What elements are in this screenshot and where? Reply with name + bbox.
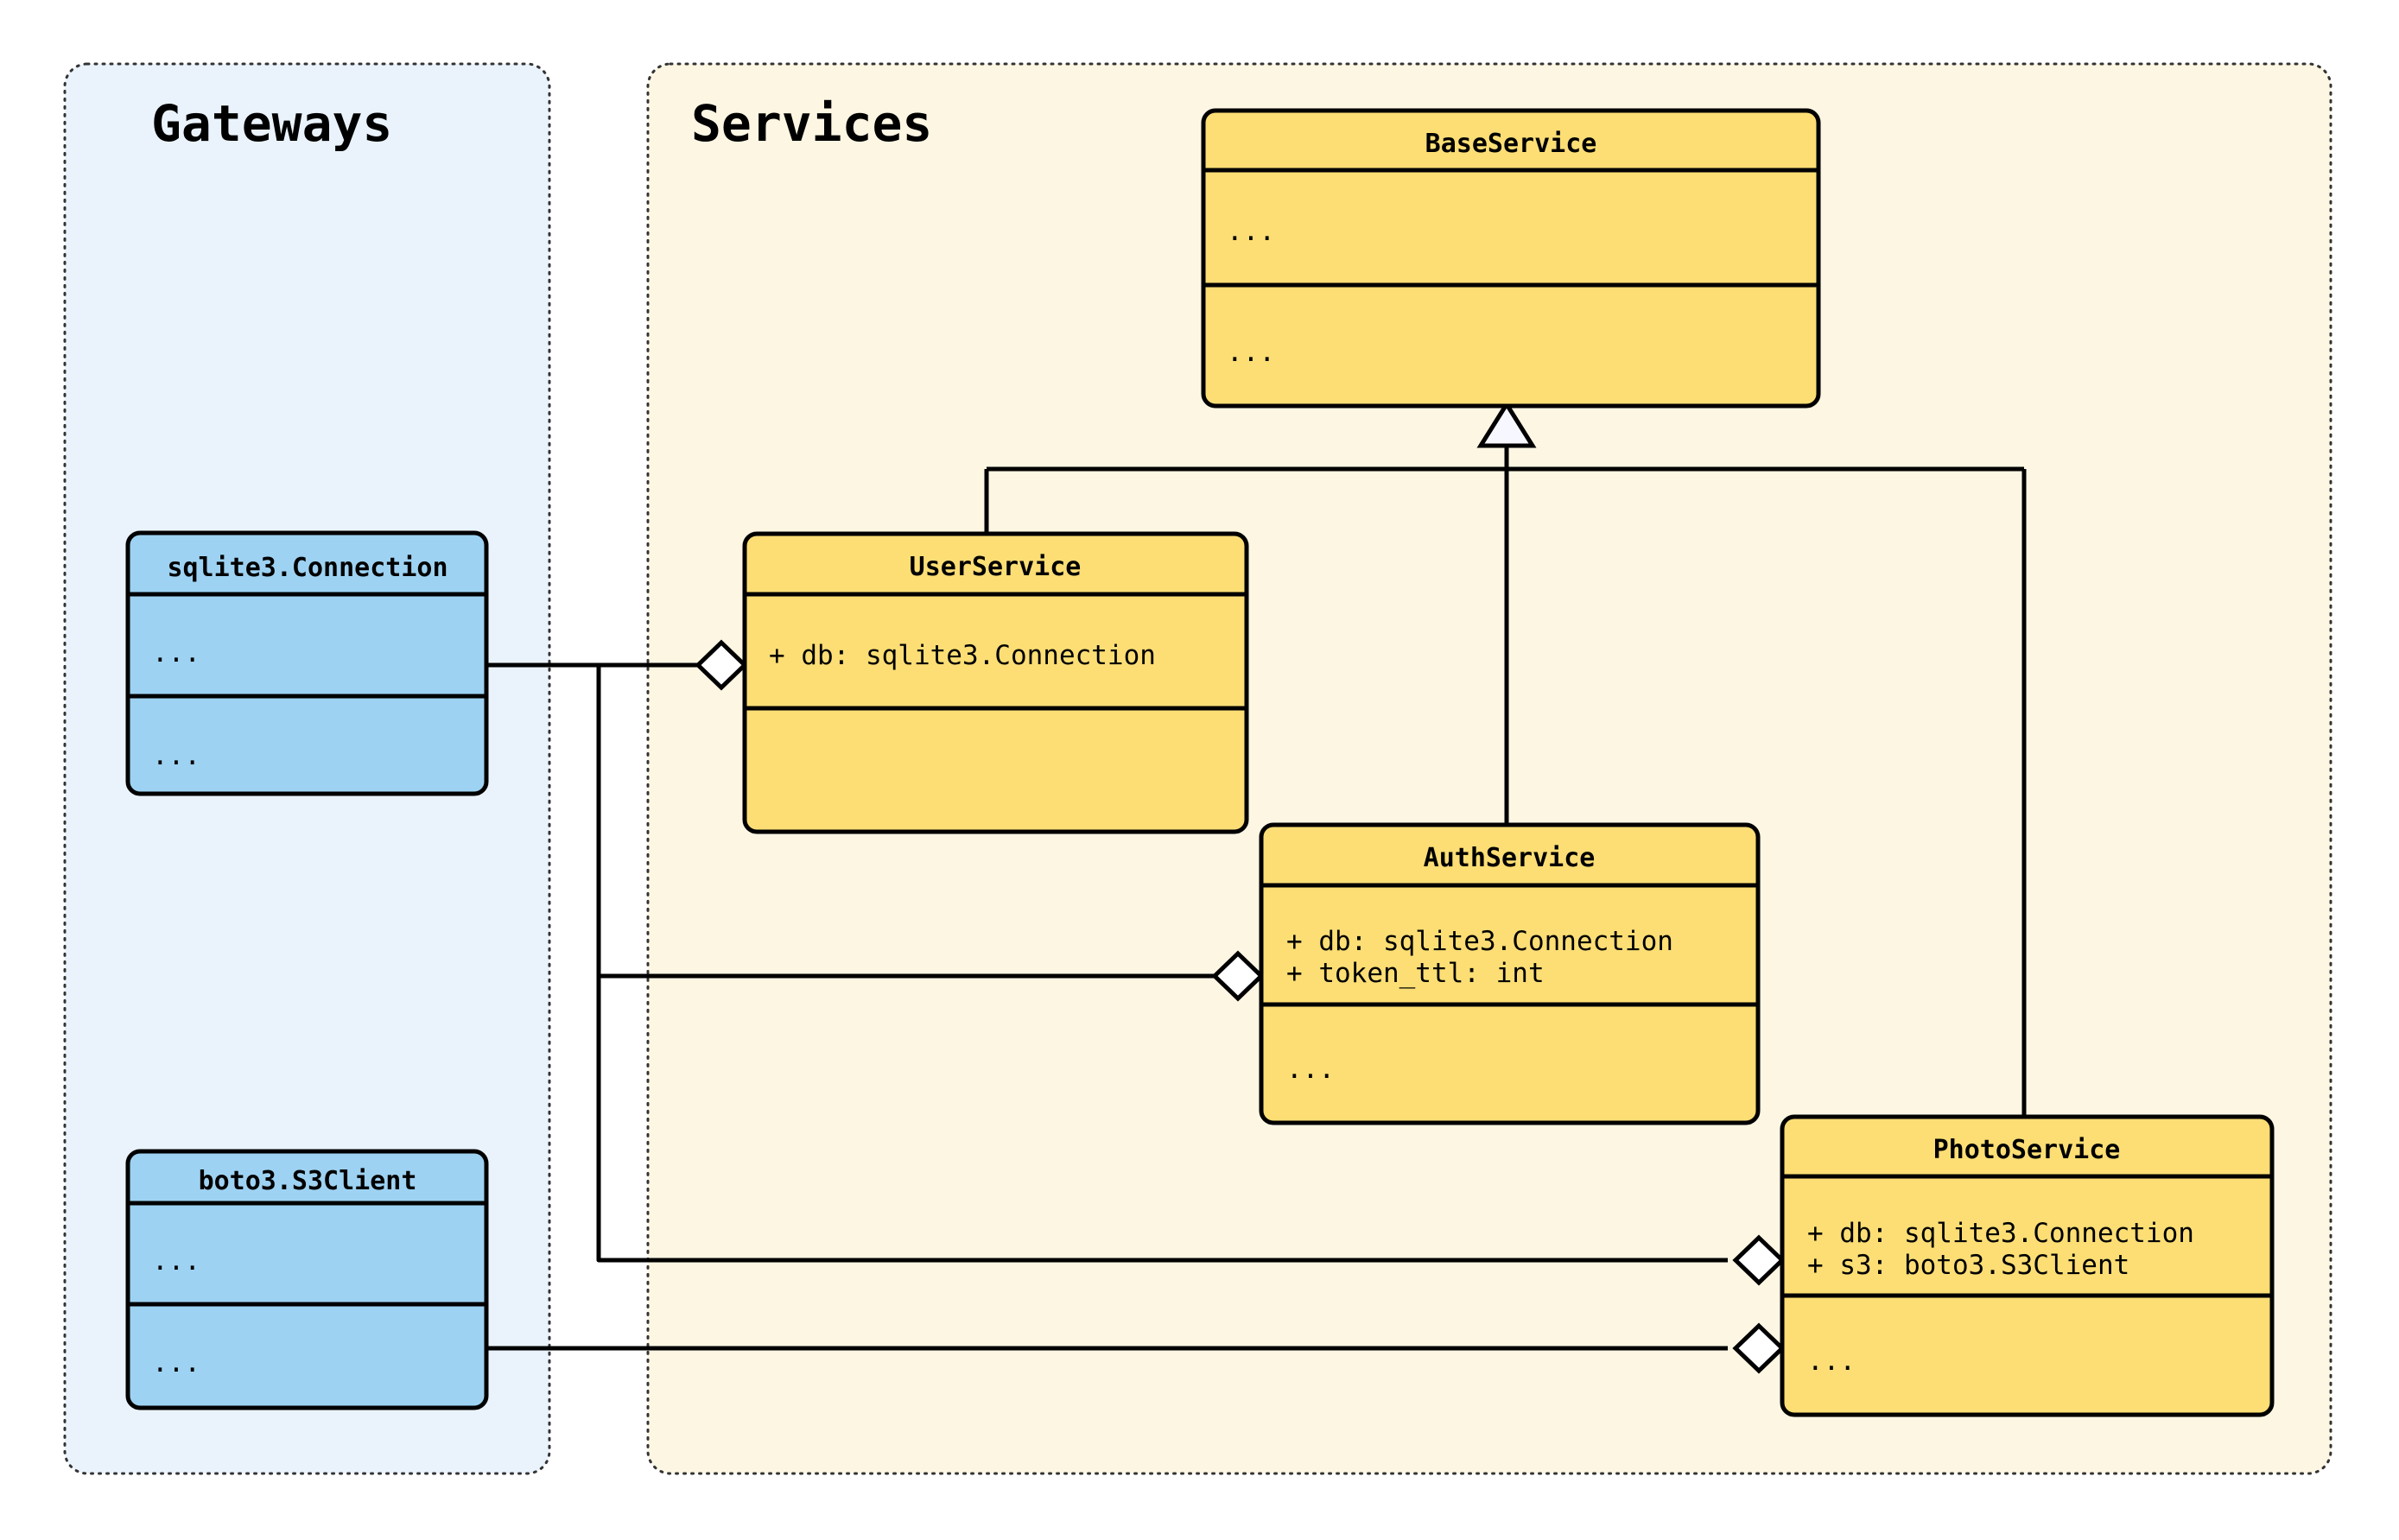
class-photoservice[interactable]: PhotoService + db: sqlite3.Connection + …	[1780, 1114, 2275, 1417]
class-boto3-s3client-box	[125, 1149, 489, 1410]
class-baseservice-box	[1201, 108, 1821, 409]
class-authservice-box	[1259, 822, 1761, 1125]
class-boto3-s3client[interactable]: boto3.S3Client ... ...	[125, 1149, 489, 1410]
aggregation-diamond-userservice-icon	[695, 639, 748, 691]
class-baseservice-name: BaseService	[1425, 129, 1597, 159]
class-baseservice-method: ...	[1227, 337, 1275, 368]
class-sqlite3-connection-attribute: ...	[152, 637, 200, 669]
aggregation-diamond-photoservice-s3-icon	[1732, 1322, 1786, 1374]
class-photoservice-method: ...	[1807, 1346, 1856, 1377]
class-boto3-s3client-name: boto3.S3Client	[199, 1166, 417, 1196]
class-baseservice[interactable]: BaseService ... ...	[1201, 108, 1821, 409]
class-sqlite3-connection-method: ...	[152, 740, 200, 771]
aggregation-diamond-authservice-icon	[1211, 950, 1265, 1002]
class-authservice-attribute-token-ttl: + token_ttl: int	[1286, 958, 1545, 989]
class-authservice-attribute-db: + db: sqlite3.Connection	[1286, 926, 1673, 957]
class-boto3-s3client-attribute: ...	[152, 1245, 200, 1277]
class-boto3-s3client-method: ...	[152, 1347, 200, 1378]
class-photoservice-box	[1780, 1114, 2275, 1417]
generalization-edges	[984, 400, 2027, 1117]
class-baseservice-attribute: ...	[1227, 216, 1275, 247]
aggregation-diamond-photoservice-db-icon	[1732, 1234, 1786, 1286]
aggregation-trunk-sqlite	[596, 665, 1728, 1263]
aggregation-diamonds	[695, 639, 1786, 1374]
class-photoservice-attribute-db: + db: sqlite3.Connection	[1807, 1218, 2194, 1249]
class-sqlite3-connection[interactable]: sqlite3.Connection ... ...	[125, 530, 489, 796]
package-services-title: Services	[691, 94, 932, 153]
class-authservice[interactable]: AuthService + db: sqlite3.Connection + t…	[1259, 822, 1761, 1125]
class-sqlite3-connection-box	[125, 530, 489, 796]
package-gateways-title: Gateways	[151, 94, 392, 153]
class-photoservice-attribute-s3: + s3: boto3.S3Client	[1807, 1250, 2129, 1281]
class-userservice[interactable]: UserService + db: sqlite3.Connection	[742, 531, 1249, 834]
class-sqlite3-connection-name: sqlite3.Connection	[167, 553, 447, 583]
aggregation-edges	[486, 662, 1728, 1351]
class-userservice-name: UserService	[910, 552, 1082, 582]
class-authservice-name: AuthService	[1424, 843, 1596, 873]
generalization-triangle-icon	[1476, 400, 1537, 448]
class-photoservice-name: PhotoService	[1933, 1135, 2121, 1165]
class-userservice-attribute-db: + db: sqlite3.Connection	[769, 640, 1156, 671]
class-userservice-box	[742, 531, 1249, 834]
class-authservice-method: ...	[1286, 1054, 1335, 1085]
